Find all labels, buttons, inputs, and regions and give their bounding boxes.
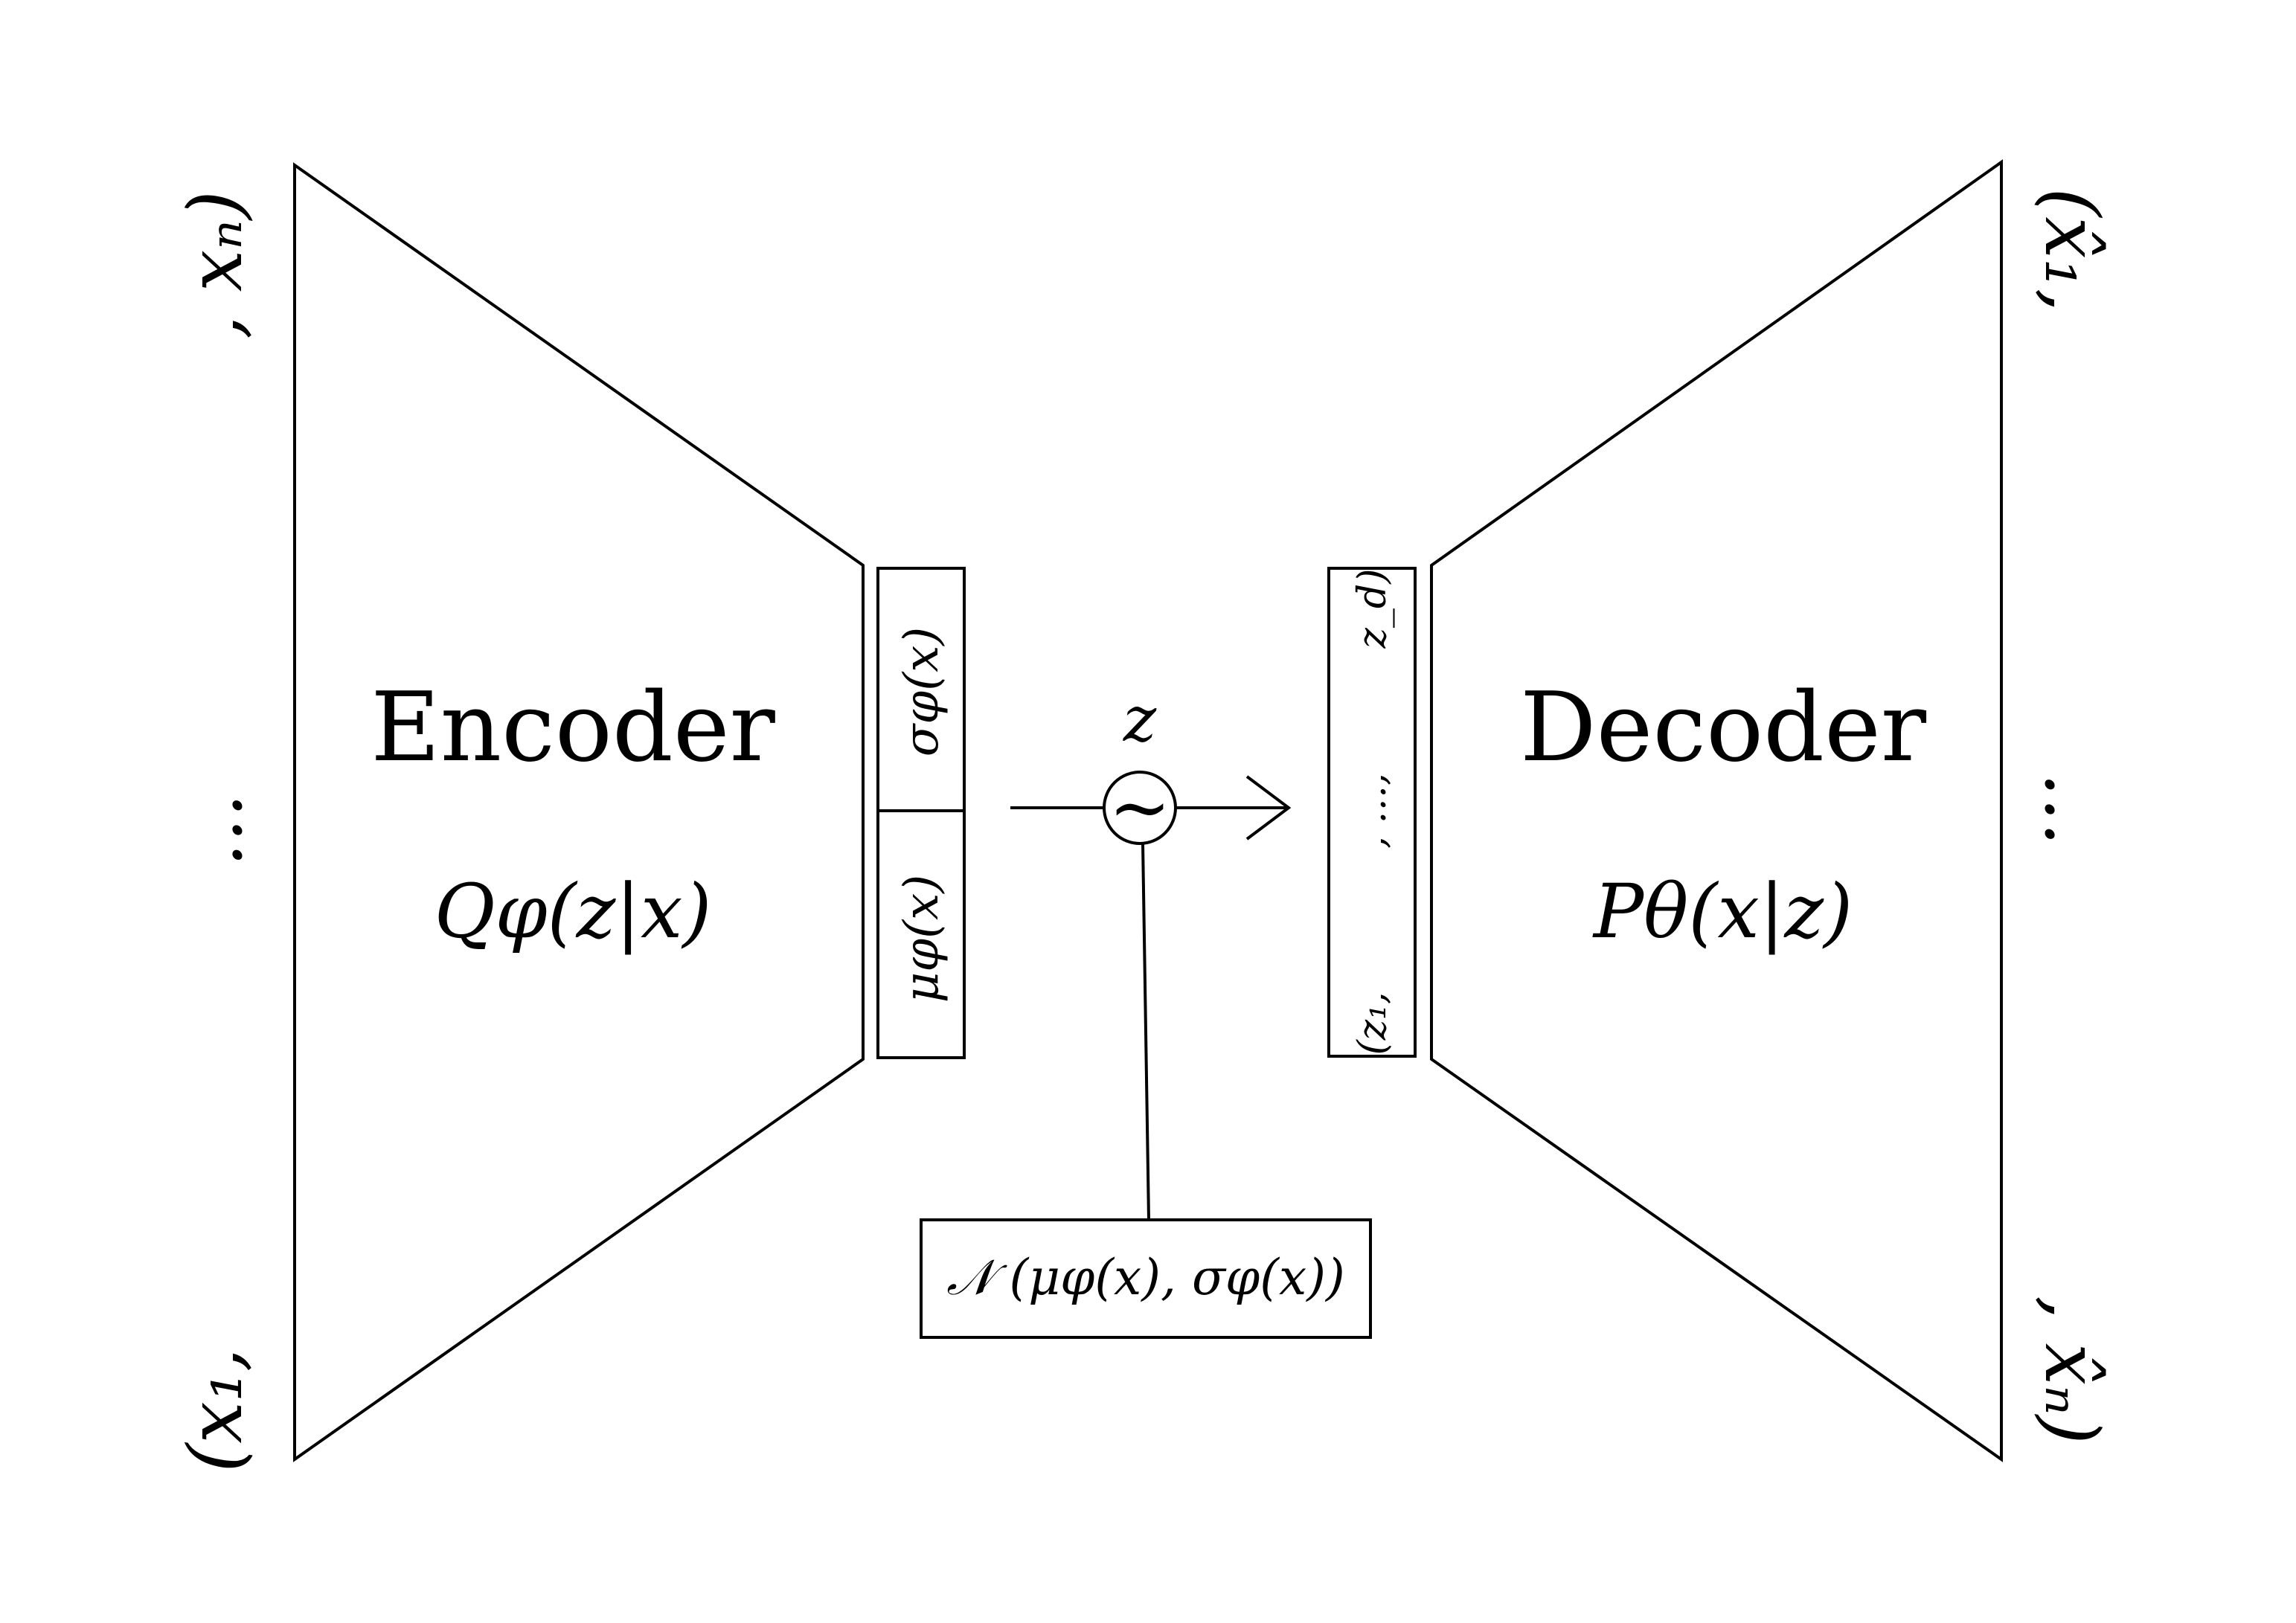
distribution-connector [1141,843,1150,1221]
encoder-output-vector: σφ(x) μφ(x) [876,567,966,1059]
latent-z-label: z [1123,683,1157,756]
encoder-trapezoid [293,162,865,1462]
decoder-block: Decoder Pθ(x|z) [1430,159,2003,1462]
tilde-icon: ~ [1109,764,1171,851]
decoder-title: Decoder [1520,672,1927,783]
mu-label: μφ(x) [894,875,949,1003]
input-first: (x₁, [172,1348,259,1472]
decoder-trapezoid [1430,159,2003,1462]
input-last: , xₙ) [172,190,259,339]
normal-distribution-block: 𝒩 (μφ(x), σφ(x)) [920,1218,1372,1339]
normal-distribution-label: 𝒩 (μφ(x), σφ(x)) [946,1249,1344,1306]
encoder-block: Encoder Qφ(z|x) [293,162,865,1462]
latent-first-component: (z₁, [1350,992,1395,1055]
sigma-label: σφ(x) [894,627,949,757]
latent-vector-box [1327,567,1417,1058]
output-labels: (x̂₁, … , x̂ₙ) [2028,187,2115,1444]
input-ellipsis: … [172,793,259,867]
decoder-distribution: Pθ(x|z) [1592,868,1853,955]
encoder-distribution: Qφ(z|x) [434,868,712,955]
output-first: (x̂₁, [2028,187,2115,312]
mu-sigma-box [876,567,966,1059]
latent-ellipsis: , …, [1350,773,1395,849]
encoder-title: Encoder [371,672,775,783]
output-ellipsis: … [2028,772,2115,846]
latent-vector: (z₁, , …, z_d) [1327,567,1417,1058]
output-last: , x̂ₙ) [2028,1296,2115,1444]
input-labels: (x₁, … , xₙ) [172,190,259,1472]
latent-last-component: z_d) [1350,569,1395,649]
sampler-circle [1103,771,1177,845]
arrow-head [1245,775,1292,841]
normal-distribution-box [920,1218,1372,1339]
sampler-node: ~ z [1103,683,1177,851]
